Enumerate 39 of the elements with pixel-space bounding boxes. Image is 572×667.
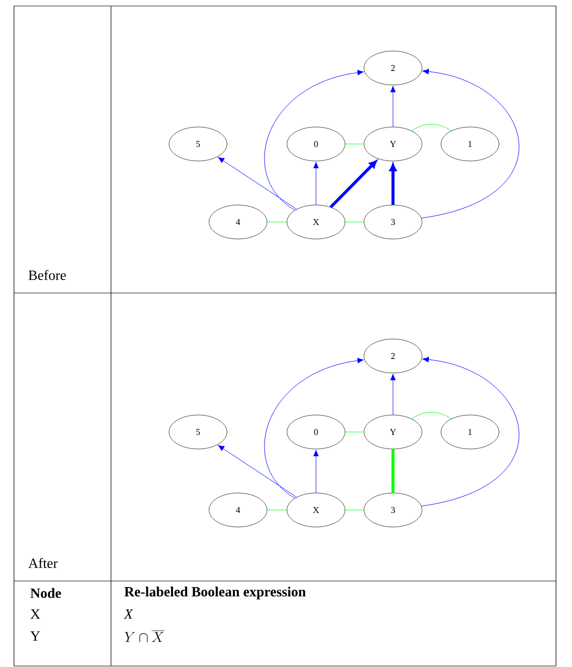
arrow (390, 86, 396, 128)
graph-node: 5 (168, 126, 228, 162)
connector-line (412, 124, 452, 132)
graph-node: 3 (364, 492, 422, 528)
table-header: Node (30, 588, 61, 598)
arrow (421, 68, 519, 218)
arrow (390, 374, 396, 416)
arrow (313, 450, 319, 494)
side-label: Before (28, 270, 66, 280)
arrow (264, 70, 364, 210)
graph-node: 1 (440, 126, 500, 162)
arrow (421, 356, 519, 506)
graph-node: 2 (364, 50, 422, 86)
graph-node: X (286, 492, 346, 528)
connector-line (392, 449, 394, 493)
graph-node: 2 (364, 338, 422, 374)
arrow (313, 162, 319, 206)
arrow (264, 358, 364, 498)
graph-node: 4 (208, 492, 268, 528)
formula: $Y \cap \overline{X}$ (124, 630, 164, 642)
graph-node: Y (364, 414, 422, 450)
graph-node: 1 (440, 414, 500, 450)
formula: X (124, 609, 134, 619)
arrow (330, 160, 377, 208)
graph-node: 5 (168, 414, 228, 450)
arrow (389, 164, 397, 205)
connector-line (412, 412, 452, 420)
side-label: After (28, 558, 58, 568)
arrow (218, 445, 297, 498)
table-header: Re-labeled Boolean expression (124, 586, 306, 600)
graph-node: X (286, 204, 346, 240)
graph-node: 0 (286, 414, 346, 450)
graph-node: 3 (364, 204, 422, 240)
graph-node: 0 (286, 126, 346, 162)
graph-node: Y (364, 126, 422, 162)
arrow (218, 157, 297, 210)
graph-node: 4 (208, 204, 268, 240)
table-cell: X (30, 609, 40, 619)
table-cell: Y (30, 631, 40, 641)
